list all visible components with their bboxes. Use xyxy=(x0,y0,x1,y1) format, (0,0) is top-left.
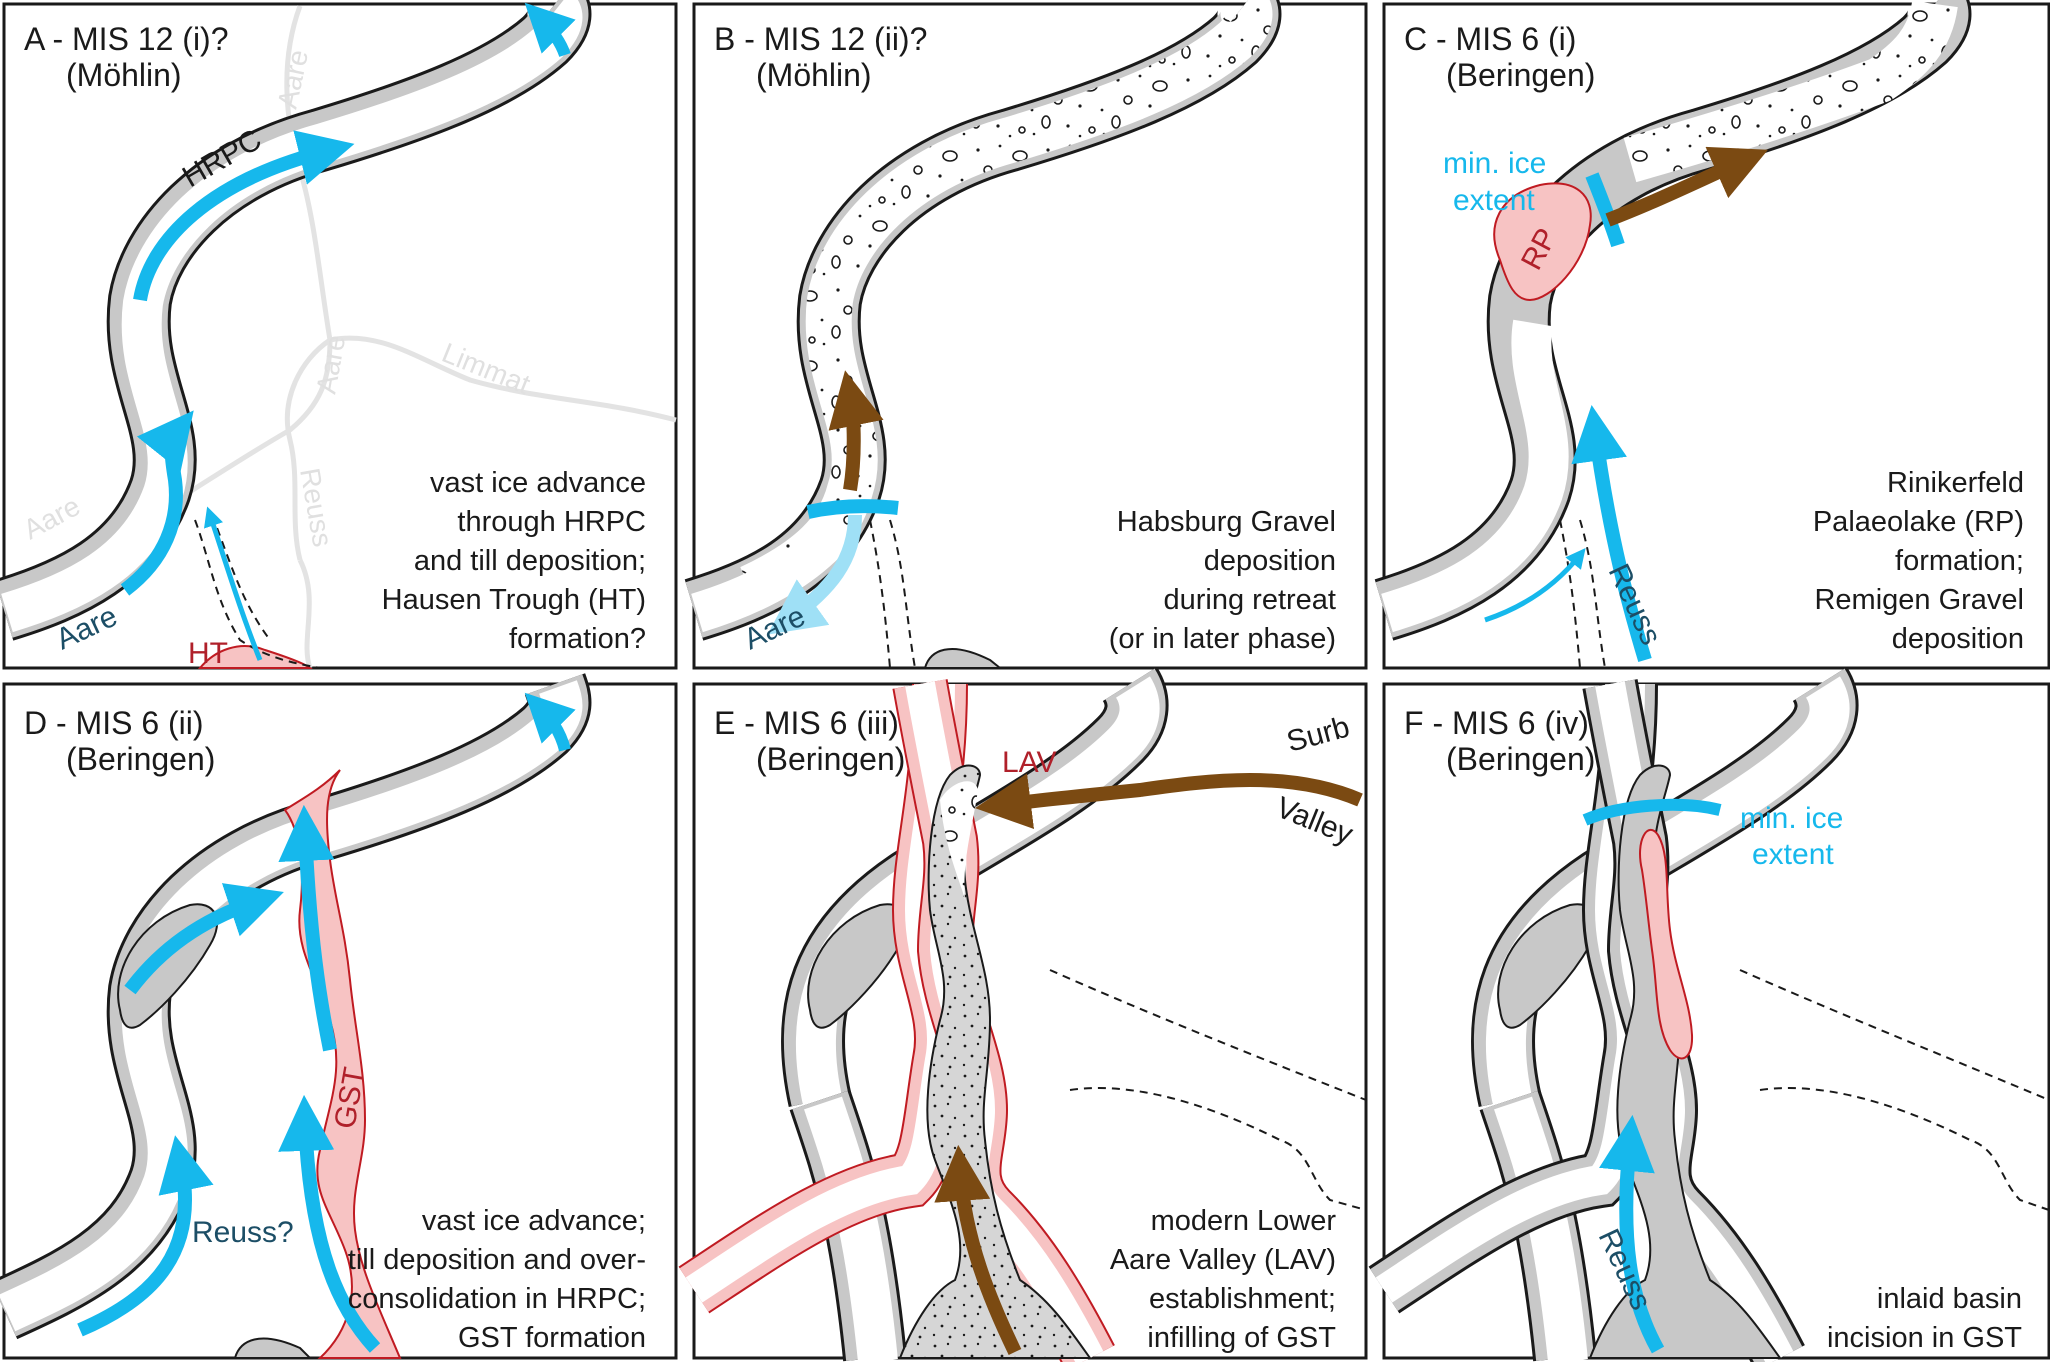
description-line: infilling of GST xyxy=(1147,1322,1336,1354)
panel-title: B - MIS 12 (ii)? xyxy=(714,21,927,57)
ice-arrow-gst-lower xyxy=(278,1094,381,1353)
panel-b: B - MIS 12 (ii)? (Möhlin) Aare Habsburg … xyxy=(684,0,1368,670)
ice-margin-line xyxy=(1585,172,1625,248)
panel-c: C - MIS 6 (i) (Beringen) min. ice extent… xyxy=(1374,0,2050,670)
gravel-arrow xyxy=(1605,146,1769,227)
description-line: establishment; xyxy=(1149,1283,1336,1315)
description-line: Rinikerfeld xyxy=(1887,467,2024,499)
description-line: incision in GST xyxy=(1827,1322,2022,1354)
description-line: deposition xyxy=(1204,545,1336,577)
dashed-outline-2 xyxy=(869,519,891,669)
dashed-outline-2 xyxy=(1559,519,1581,669)
panel-title: E - MIS 6 (iii) xyxy=(714,705,899,741)
gravel-arrow xyxy=(828,370,884,492)
ice-arrow-main xyxy=(1571,405,1652,663)
dashed-outline-2 xyxy=(1069,1087,1367,1211)
description-line: formation? xyxy=(509,623,646,655)
panel-title: D - MIS 6 (ii) xyxy=(24,705,204,741)
ht-label: HT xyxy=(188,637,228,670)
ice-arrow-top xyxy=(524,692,576,752)
panel-d: D - MIS 6 (ii) (Beringen) GST Reuss? vas… xyxy=(0,673,678,1360)
gst-gravel-core xyxy=(940,781,978,900)
bedrock-spur xyxy=(923,647,1003,669)
habsburg-valley xyxy=(684,0,1282,641)
description-line: deposition xyxy=(1892,623,2024,655)
dashed-outline xyxy=(889,519,916,669)
surb-valley-arrow xyxy=(974,773,1363,829)
ice-arrow-thin xyxy=(203,506,263,661)
description-line: Habsburg Gravel xyxy=(1117,506,1336,538)
panel-subtitle: (Beringen) xyxy=(1446,741,1595,777)
dashed-outline xyxy=(1049,969,1367,1101)
description-line: vast ice advance xyxy=(430,467,646,499)
panel-description: Habsburg Gravel deposition during retrea… xyxy=(1109,506,1336,655)
ice-arrow-thin xyxy=(1484,547,1586,623)
lav-label: LAV xyxy=(1002,746,1056,779)
description-line: during retreat xyxy=(1164,584,1337,616)
rinikerfeld-palaeolake xyxy=(1493,182,1592,302)
inlaid-basin xyxy=(1639,828,1694,1060)
description-line: GST formation xyxy=(458,1322,646,1354)
panel-title: F - MIS 6 (iv) xyxy=(1404,705,1589,741)
ice-arrow-gst-upper xyxy=(278,804,337,1052)
dashed-outline-2 xyxy=(1759,1087,2050,1211)
panel-description: modern Lower Aare Valley (LAV) establish… xyxy=(1110,1205,1337,1354)
description-line: till deposition and over- xyxy=(348,1244,646,1276)
description-line: modern Lower xyxy=(1151,1205,1337,1237)
panel-a: Aare Aare Limmat Reuss Aare A - MIS 12 (… xyxy=(0,0,678,670)
description-line: (or in later phase) xyxy=(1109,623,1336,655)
panel-f: F - MIS 6 (iv) (Beringen) min. ice exten… xyxy=(1368,667,2050,1362)
description-line: inlaid basin xyxy=(1877,1283,2022,1315)
panel-title: A - MIS 12 (i)? xyxy=(24,21,229,57)
panel-subtitle: (Beringen) xyxy=(66,741,215,777)
ice-arrow-upper xyxy=(133,130,355,302)
gravel-arrow xyxy=(934,1144,1022,1356)
dashed-outline xyxy=(1739,969,2050,1101)
panel-subtitle: (Beringen) xyxy=(756,741,905,777)
description-line: Remigen Gravel xyxy=(1814,584,2024,616)
ice-extent-label-1: min. ice xyxy=(1740,802,1843,835)
panel-description: vast ice advance through HRPC and till d… xyxy=(382,467,646,655)
description-line: formation; xyxy=(1895,545,2024,577)
ice-arrow-lower xyxy=(120,410,194,596)
description-line: Palaeolake (RP) xyxy=(1813,506,2024,538)
description-line: consolidation in HRPC; xyxy=(348,1283,646,1315)
panel-title: C - MIS 6 (i) xyxy=(1404,21,1576,57)
panel-description: vast ice advance; till deposition and ov… xyxy=(348,1205,646,1354)
trough-dashed-outline xyxy=(194,519,321,669)
description-line: Hausen Trough (HT) xyxy=(382,584,646,616)
ice-extent-label-2: extent xyxy=(1752,838,1834,871)
description-line: and till deposition; xyxy=(414,545,646,577)
panel-description: Rinikerfeld Palaeolake (RP) formation; R… xyxy=(1813,467,2024,655)
dashed-outline xyxy=(1579,519,1606,669)
description-line: Aare Valley (LAV) xyxy=(1110,1244,1336,1276)
panel-subtitle: (Möhlin) xyxy=(66,57,182,93)
ice-extent-label-1: min. ice xyxy=(1443,147,1546,180)
trough-dashed-outline-2 xyxy=(211,514,271,641)
panel-subtitle: (Möhlin) xyxy=(756,57,872,93)
ice-extent-label-2: extent xyxy=(1453,184,1535,217)
panel-subtitle: (Beringen) xyxy=(1446,57,1595,93)
ice-arrow-reuss xyxy=(1599,1114,1665,1354)
ice-arrow-lower xyxy=(77,1135,214,1337)
ice-margin-line xyxy=(806,499,899,519)
ice-arrow-upper xyxy=(124,883,284,995)
bedrock-spur xyxy=(233,1337,313,1359)
description-line: vast ice advance; xyxy=(422,1205,646,1237)
description-line: through HRPC xyxy=(457,506,646,538)
reuss-label-bg xyxy=(192,1210,304,1250)
ice-arrow-top xyxy=(524,2,576,58)
retreat-arrow xyxy=(767,514,862,635)
panel-e: E - MIS 6 (iii) (Beringen) LAV Surb Vall… xyxy=(678,667,1368,1362)
panel-description: inlaid basin incision in GST xyxy=(1827,1283,2022,1354)
reuss-label: Reuss? xyxy=(192,1216,294,1249)
ice-margin-line xyxy=(1582,798,1722,826)
